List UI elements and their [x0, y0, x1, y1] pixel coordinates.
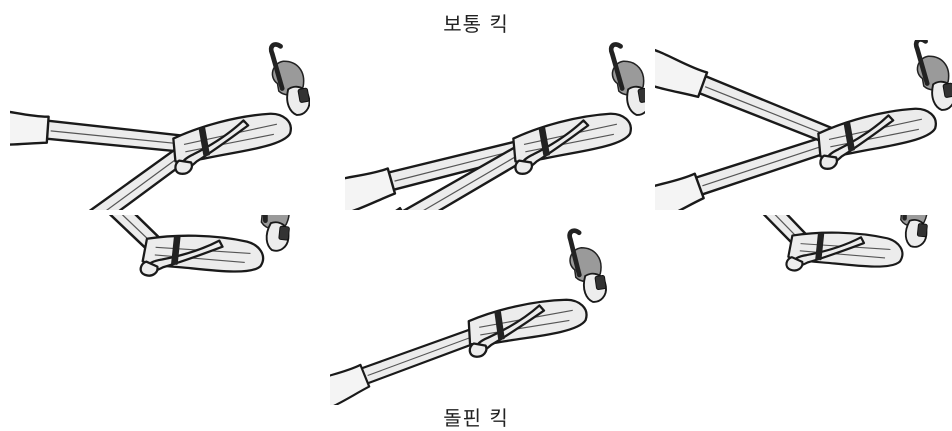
dolphin-kick-diver-3: [650, 215, 950, 405]
normal-kick-diver-3: [655, 40, 952, 210]
normal-kick-diver-2: [345, 40, 645, 210]
normal-kick-label: 보통 킥: [0, 8, 952, 37]
dolphin-kick-label: 돌핀 킥: [0, 402, 952, 431]
normal-kick-diver-1: [10, 40, 310, 210]
dolphin-kick-diver-2: [330, 215, 650, 405]
dolphin-kick-diver-1: [0, 215, 320, 405]
